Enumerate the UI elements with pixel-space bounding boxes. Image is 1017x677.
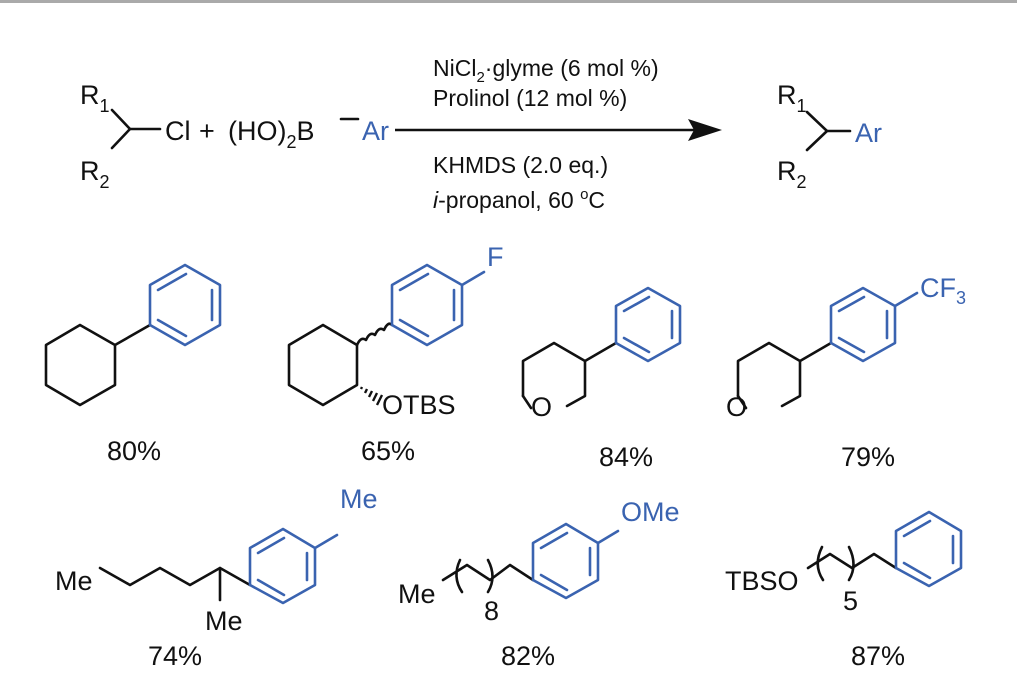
- product-r1: R1: [777, 80, 807, 116]
- phenyl-double-bond: [398, 272, 430, 292]
- product-phenylcyclohexane: 80%: [44, 263, 222, 466]
- phenyl-double-bond: [256, 536, 286, 555]
- pyran-ring-bond: [736, 394, 748, 410]
- tbso-label: TBSO: [725, 566, 799, 596]
- phenyl-double-bond: [539, 531, 569, 550]
- reaction-arrow: [395, 119, 722, 141]
- pyran-ring-bond: [521, 394, 533, 410]
- alkyl-chain: [441, 563, 535, 582]
- condition-solvent-temp: i-propanol, 60 oC: [433, 186, 605, 213]
- product-methoxyphenyl-alkane: Me 8 OMe 82%: [398, 497, 680, 671]
- oxygen-label: O: [726, 392, 747, 422]
- reactant-r2: R2: [80, 156, 110, 192]
- repeat-count: 8: [484, 596, 499, 626]
- product-tolylhexane: Me Me Me 74%: [55, 484, 378, 671]
- yield-label: 79%: [841, 442, 895, 472]
- phenyl-double-bond: [539, 573, 569, 592]
- oxygen-label: O: [531, 392, 552, 422]
- phenyl-double-bond: [622, 295, 651, 313]
- cyclohexane-ring: [287, 323, 359, 407]
- phenyl-double-bond: [837, 295, 866, 313]
- yield-label: 87%: [851, 641, 905, 671]
- me-terminal-label: Me: [55, 566, 93, 596]
- phenyl-double-bond: [902, 561, 932, 580]
- product-bonds: [805, 110, 829, 152]
- repeat-count: 5: [843, 586, 858, 616]
- aryl-f-bond: [460, 270, 486, 287]
- yield-label: 65%: [361, 436, 415, 466]
- wavy-bond: [355, 322, 394, 347]
- top-rule: [0, 0, 1017, 3]
- phenyl-double-bond: [156, 272, 188, 292]
- aryl-cf3-bond: [893, 291, 919, 308]
- phenyl-double-bond: [156, 318, 188, 338]
- cyclohexane-ring: [44, 323, 117, 407]
- pyran-ring: [736, 341, 802, 408]
- product-general: R1 R2 Ar: [777, 80, 882, 192]
- product-phenyltetrahydropyran: O 84%: [521, 286, 682, 472]
- phenyl-double-bond: [398, 318, 430, 338]
- hashed-bond: [359, 386, 384, 406]
- phenyl-double-bond: [256, 578, 286, 597]
- product-aryl-label: Ar: [855, 118, 882, 148]
- me-label: Me: [398, 579, 436, 609]
- product-fluorophenyl-cyclohexanol-tbs: F OTBS 65%: [287, 242, 504, 466]
- repeat-bracket: [455, 558, 464, 594]
- otbs-label: OTBS: [382, 390, 456, 420]
- aryl-methyl-bond: [313, 533, 339, 550]
- product-tbso-alkylbenzene: TBSO 5 87%: [725, 510, 963, 671]
- condition-catalyst: NiCl2·glyme (6 mol %): [433, 55, 659, 86]
- pyran-ring: [521, 341, 587, 408]
- plus-sign: +: [199, 116, 215, 146]
- phenyl-ring: [614, 286, 682, 363]
- phenyl-double-bond: [902, 519, 932, 538]
- cf3-label: CF3: [920, 273, 966, 308]
- reactant-boronic-acid: (HO)2B Ar: [228, 116, 389, 152]
- boronic-aryl-label: Ar: [362, 116, 389, 146]
- reactant-r1: R1: [80, 80, 110, 116]
- repeat-bracket: [847, 545, 855, 582]
- me-branch-label: Me: [205, 606, 243, 636]
- phenyl-double-bond: [622, 336, 651, 354]
- me-aryl-label: Me: [340, 484, 378, 514]
- phenyl-ring: [148, 263, 222, 347]
- yield-label: 80%: [107, 436, 161, 466]
- pyranyl-aryl-bond: [798, 341, 833, 363]
- reactant-bonds: [110, 108, 132, 150]
- phenyl-double-bond: [837, 336, 866, 354]
- alkyl-chain: [98, 566, 252, 587]
- fluorophenyl-ring: [390, 263, 464, 347]
- condition-base: KHMDS (2.0 eq.): [433, 152, 608, 178]
- cyclohexyl-phenyl-bond: [113, 323, 152, 347]
- phenyl-ring: [894, 510, 963, 588]
- reactant-cl-label: Cl: [165, 116, 191, 146]
- pyranyl-phenyl-bond: [583, 341, 618, 363]
- repeat-bracket: [486, 558, 494, 594]
- repeat-bracket: [816, 545, 825, 582]
- fluorine-label: F: [487, 242, 504, 272]
- aryl-ome-bond: [596, 529, 620, 545]
- arrow-head: [688, 119, 722, 141]
- yield-label: 82%: [501, 641, 555, 671]
- yield-label: 74%: [148, 641, 202, 671]
- yield-label: 84%: [599, 442, 653, 472]
- product-trifluoromethylphenyl-tetrahydropyran: O CF3 79%: [726, 273, 966, 472]
- reactant-alkyl-chloride: R1 R2 Cl: [80, 80, 191, 192]
- product-r2: R2: [777, 156, 807, 192]
- boronic-acid-label: (HO)2B: [228, 116, 315, 152]
- ome-label: OMe: [621, 497, 680, 527]
- condition-ligand: Prolinol (12 mol %): [433, 85, 627, 111]
